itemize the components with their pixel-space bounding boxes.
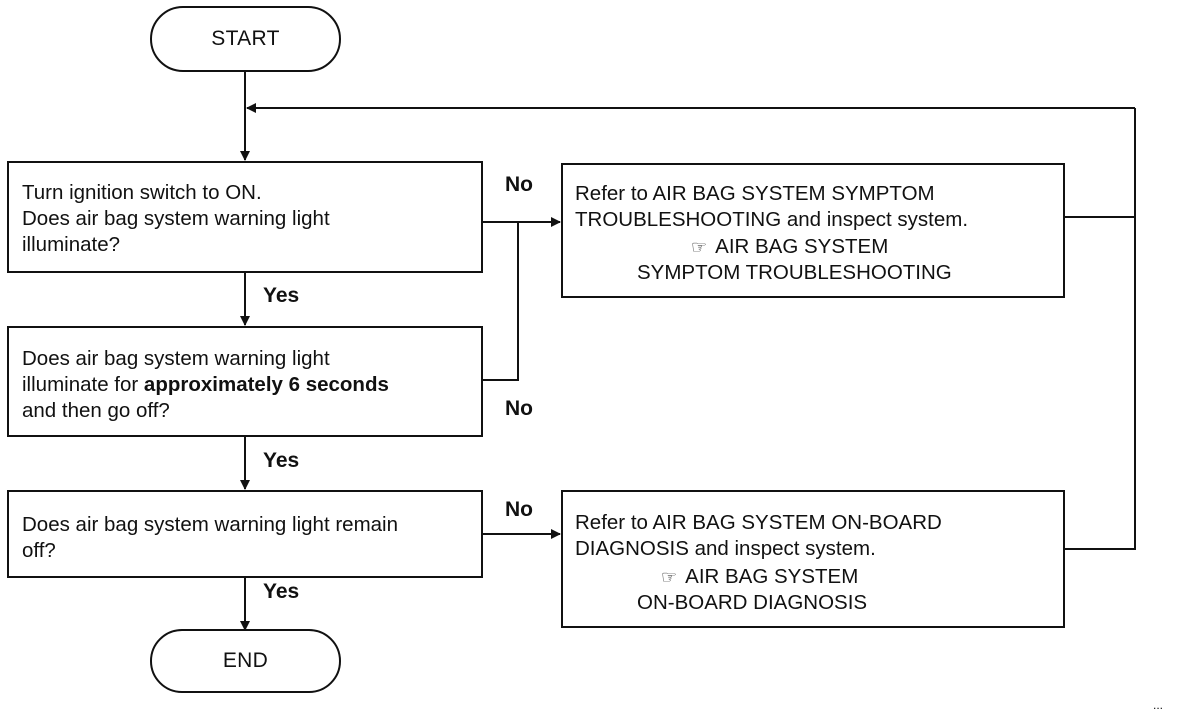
- decision-box-remain-off: Does air bag system warning light remain…: [7, 490, 483, 578]
- pointing-hand-icon: ☞: [661, 567, 678, 587]
- decision-text: Does air bag system warning light remain…: [22, 513, 398, 562]
- line-q2-no-join: [483, 222, 519, 381]
- line-r2-return: [1065, 108, 1136, 550]
- yes-label: Yes: [263, 284, 300, 307]
- end-terminal: END: [150, 629, 341, 693]
- no-label: No: [505, 173, 533, 196]
- reference-target: SYMPTOM TROUBLESHOOTING: [637, 261, 952, 284]
- decision-box-ignition-on: Turn ignition switch to ON.Does air bag …: [7, 161, 483, 273]
- footer-mark: ...: [1153, 698, 1164, 712]
- reference-target: ON-BOARD DIAGNOSIS: [637, 591, 868, 614]
- no-label: No: [505, 397, 533, 420]
- no-label: No: [505, 498, 533, 521]
- reference-line: ☞AIR BAG SYSTEM: [691, 235, 889, 258]
- yes-label: Yes: [263, 449, 300, 472]
- pointing-hand-icon: ☞: [691, 237, 708, 257]
- start-terminal: START: [150, 6, 341, 72]
- yes-label: Yes: [263, 580, 300, 603]
- start-label: START: [211, 27, 280, 50]
- decision-text: Turn ignition switch to ON.Does air bag …: [22, 181, 330, 256]
- end-label: END: [222, 649, 269, 672]
- reference-line: ☞AIR BAG SYSTEM: [661, 565, 859, 588]
